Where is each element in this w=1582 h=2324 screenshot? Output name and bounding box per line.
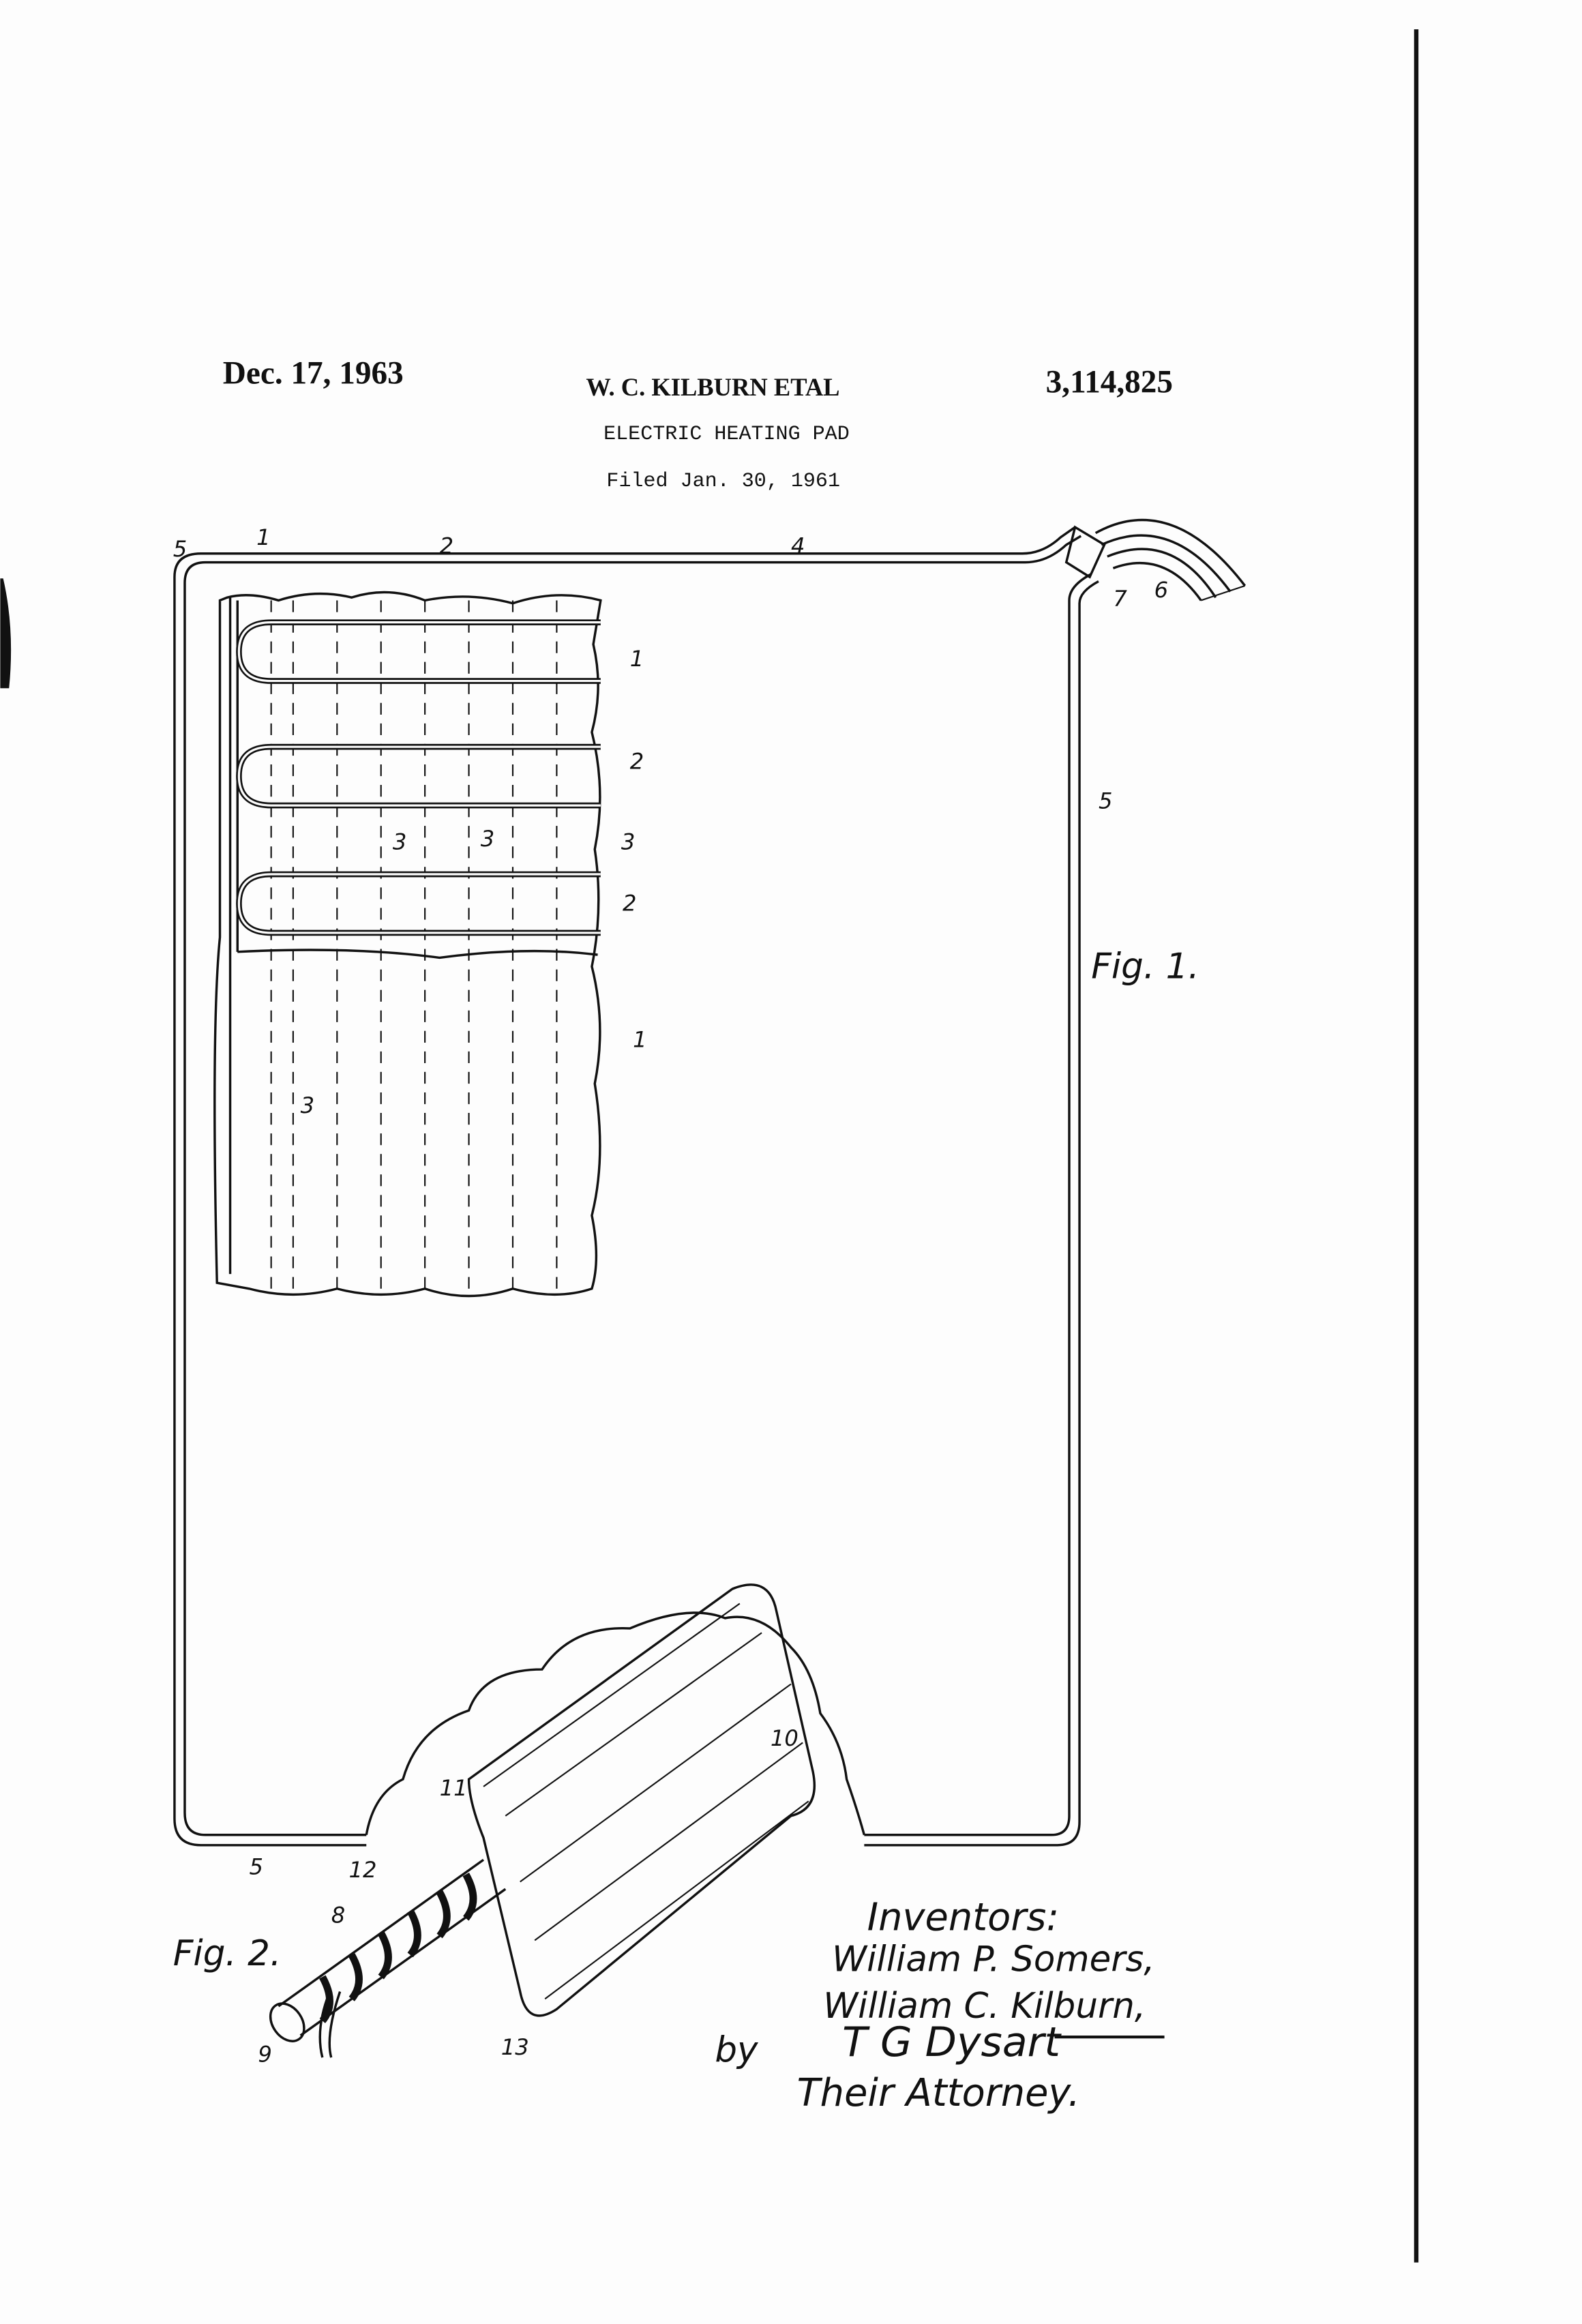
svg-text:2: 2 — [630, 748, 644, 774]
svg-text:5: 5 — [173, 536, 188, 562]
svg-text:8: 8 — [331, 1903, 346, 1928]
svg-text:1: 1 — [256, 524, 271, 550]
svg-text:5: 5 — [249, 1854, 263, 1880]
fig1-label: Fig. 1. — [1091, 946, 1199, 987]
heating-element-cutaway — [213, 591, 602, 1298]
svg-text:10: 10 — [771, 1725, 799, 1751]
svg-text:1: 1 — [633, 1026, 646, 1052]
svg-text:6: 6 — [1154, 577, 1169, 603]
cord-connector — [1064, 518, 1247, 601]
signature-block: Inventors: William P. Somers, William C.… — [715, 1895, 1165, 2115]
reference-numerals: 5 1 2 4 6 7 1 2 3 3 3 2 1 3 5 5 10 11 12… — [173, 524, 1168, 2068]
svg-text:13: 13 — [501, 2034, 529, 2060]
svg-text:2: 2 — [440, 533, 453, 559]
inventors-heading: Inventors: — [867, 1895, 1060, 1939]
by-label: by — [715, 2030, 759, 2071]
scan-mark — [0, 578, 12, 689]
wire-core — [269, 1858, 507, 2058]
svg-text:4: 4 — [791, 533, 805, 559]
inventor-line: W. C. KILBURN ETAL — [586, 373, 839, 401]
svg-text:3: 3 — [301, 1092, 315, 1118]
svg-text:9: 9 — [258, 2042, 272, 2068]
patent-number: 3,114,825 — [1046, 365, 1173, 400]
fig2-drawing — [269, 1583, 866, 2058]
svg-text:3: 3 — [481, 826, 494, 852]
svg-text:11: 11 — [440, 1775, 468, 1801]
inventor-2: William C. Kilburn, — [823, 1986, 1146, 2027]
attorney-signature: T G Dysart — [842, 2018, 1062, 2066]
svg-text:12: 12 — [348, 1857, 376, 1883]
svg-text:3: 3 — [393, 829, 406, 855]
patent-date: Dec. 17, 1963 — [223, 356, 404, 391]
patent-title: ELECTRIC HEATING PAD — [603, 423, 850, 446]
svg-text:3: 3 — [621, 829, 635, 855]
inventor-1: William P. Somers, — [832, 1939, 1155, 1980]
dashed-threads — [270, 600, 558, 1289]
attorney-label: Their Attorney. — [797, 2071, 1080, 2115]
svg-text:2: 2 — [623, 891, 637, 917]
svg-text:1: 1 — [630, 646, 644, 672]
pad-outline — [173, 526, 1099, 1847]
filed-date: Filed Jan. 30, 1961 — [606, 470, 840, 493]
fig2-label: Fig. 2. — [173, 1933, 282, 1974]
svg-text:7: 7 — [1113, 586, 1127, 612]
svg-text:5: 5 — [1099, 788, 1113, 814]
serpentine-wire-inner — [237, 621, 601, 934]
